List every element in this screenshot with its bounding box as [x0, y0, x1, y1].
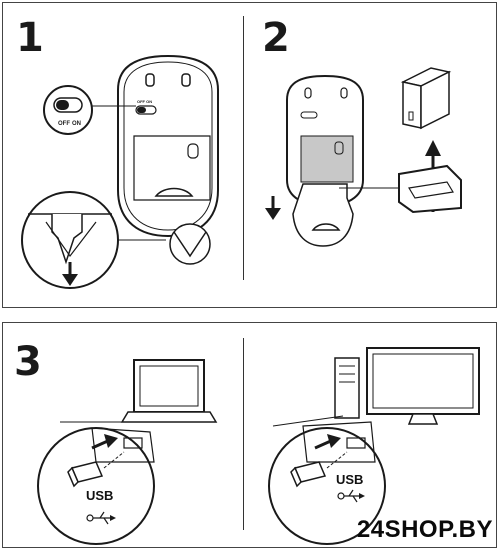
shop-watermark: 24SHOP.BY: [356, 516, 493, 543]
step-3-usb-label: USB: [86, 488, 114, 503]
step-1-number: 1: [16, 15, 44, 61]
step-2-number: 2: [262, 15, 290, 61]
mouse-switch-labels: OFF ON: [137, 99, 153, 104]
bottom-panel-divider: [243, 338, 244, 530]
step-4-usb-label: USB: [336, 472, 364, 487]
switch-on-label: ON: [72, 121, 81, 127]
step-1-mouse-underside-illustration: [21, 54, 219, 289]
switch-off-label: OFF: [58, 121, 70, 127]
top-panel-divider: [243, 16, 244, 280]
step-4-desktop-usb-illustration: [268, 347, 480, 545]
step-2-receiver-removal-illustration: [265, 67, 462, 247]
step-3-laptop-usb-illustration: [37, 359, 218, 545]
step-3-number: 3: [14, 339, 42, 385]
